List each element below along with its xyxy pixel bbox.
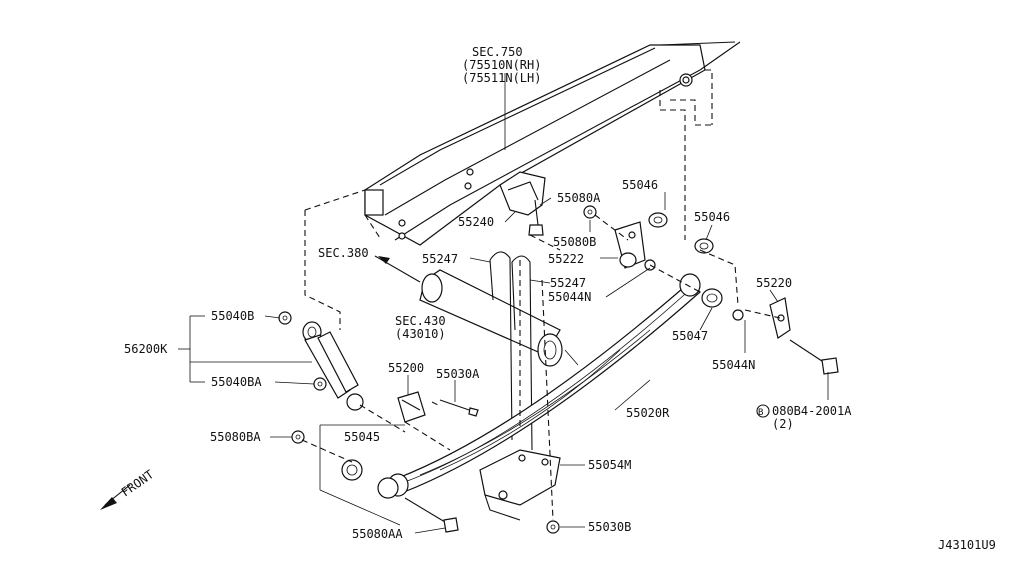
label-bolt-code: 080B4-2001A [772, 404, 852, 418]
label-55046-upper: 55046 [622, 178, 658, 192]
nut-55080BA [291, 430, 305, 444]
label-55047: 55047 [672, 329, 708, 343]
label-55080A: 55080A [557, 191, 601, 205]
label-55080B: 55080B [553, 235, 596, 249]
bolt-080B4 [789, 339, 839, 375]
front-arrow-icon [100, 484, 131, 510]
arrow-sec380 [378, 256, 390, 264]
nut-55040BA [313, 377, 327, 391]
ref-sec750: SEC.750 [472, 45, 523, 59]
bracket-55240 [499, 171, 546, 216]
label-55222: 55222 [548, 252, 584, 266]
bushing-55045 [341, 459, 363, 481]
bushing-55046-upper [648, 212, 668, 228]
shock-absorber-56200K [302, 321, 364, 411]
ref-sec750-lh: (75511N(LH) [462, 71, 541, 85]
label-55030B: 55030B [588, 520, 631, 534]
bolt-55030A [439, 399, 479, 417]
label-55045: 55045 [344, 430, 380, 444]
frame-rail [364, 41, 741, 246]
label-55247-right: 55247 [550, 276, 586, 290]
label-55220: 55220 [756, 276, 792, 290]
label-55044N-left: 55044N [548, 290, 591, 304]
label-56200K: 56200K [124, 342, 168, 356]
shackle-55222 [614, 221, 646, 269]
label-55080BA: 55080BA [210, 430, 261, 444]
bolt-55080A [528, 199, 544, 236]
nut-55080B [583, 205, 597, 219]
nut-55030B [546, 520, 560, 534]
label-55054M: 55054M [588, 458, 631, 472]
label-55020R: 55020R [626, 406, 670, 420]
front-label: FRONT [119, 467, 157, 499]
ref-sec380: SEC.380 [318, 246, 369, 260]
axle-tube [374, 255, 563, 367]
label-bolt-circle: B [758, 408, 763, 418]
bumper-55200 [397, 391, 426, 423]
bolt-55080AA [404, 497, 459, 533]
label-55247-left: 55247 [422, 252, 458, 266]
bolt-circle-icon [756, 404, 770, 418]
label-55040BA: 55040BA [211, 375, 262, 389]
label-55240: 55240 [458, 215, 494, 229]
label-55040B: 55040B [211, 309, 254, 323]
ref-sec750-rh: (75510N(RH) [462, 58, 541, 72]
leader-lines [178, 73, 829, 534]
u-bolt-55247-left [489, 251, 513, 441]
label-55044N-right: 55044N [712, 358, 755, 372]
diagram-id: J43101U9 [938, 538, 996, 552]
label-55030A: 55030A [436, 367, 480, 381]
label-55046-right: 55046 [694, 210, 730, 224]
ref-sec430: SEC.430 [395, 314, 446, 328]
nut-55040B [278, 311, 292, 325]
bushing-55047 [701, 288, 723, 308]
washer-55044N-right [732, 309, 744, 321]
front-eye-bushing [377, 477, 399, 499]
dashed-outlines [301, 69, 781, 521]
spring-plate-55054M [479, 449, 561, 521]
ref-sec430-sub: (43010) [395, 327, 446, 341]
bushing-55046-right [694, 238, 714, 254]
label-55080AA: 55080AA [352, 527, 403, 541]
label-bolt-qty: (2) [772, 417, 794, 431]
label-55200: 55200 [388, 361, 424, 375]
u-bolt-55247-right [511, 255, 533, 451]
